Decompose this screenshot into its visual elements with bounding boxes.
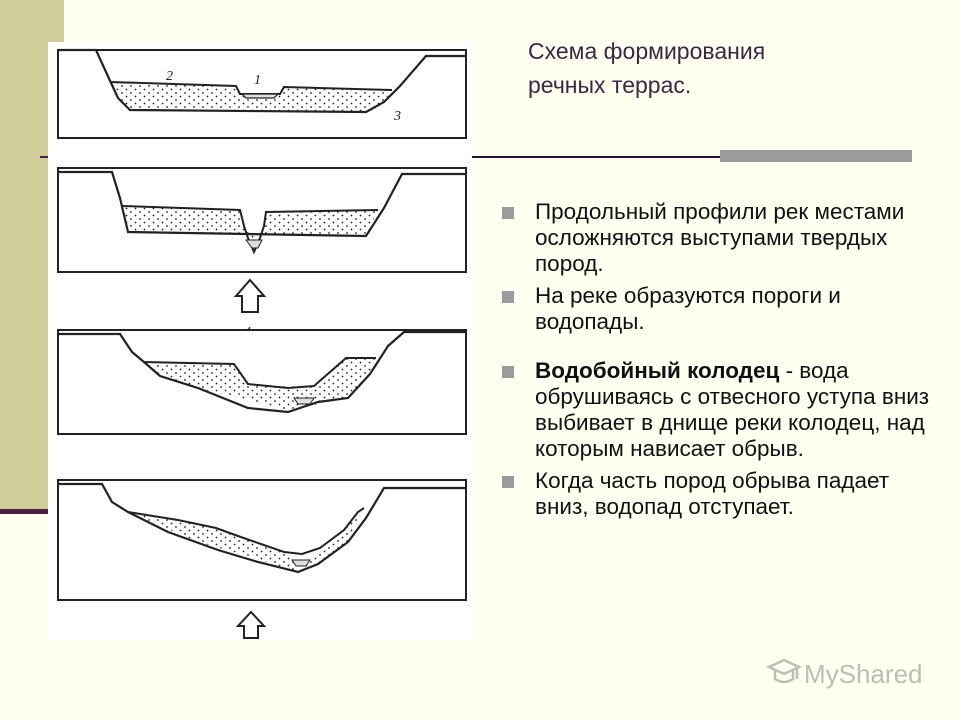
valley-panel-4 <box>57 479 467 601</box>
title-divider-accent <box>720 150 912 162</box>
panel-2-river <box>245 239 263 249</box>
panel-3-frame <box>57 329 467 435</box>
label-2: 2 <box>166 69 173 84</box>
bullet-text: Продольный профили рек местами осложняют… <box>535 199 905 276</box>
panel-4-river <box>291 559 311 567</box>
river-terraces-figure: 2 1 3 4 <box>48 42 472 640</box>
panel-4-terrace-surface <box>127 507 365 556</box>
bullet-item: Когда часть пород обрыва падает вниз, во… <box>502 468 942 520</box>
panel-3-river <box>293 397 315 405</box>
bullet-list: Продольный профили рек местами осложняют… <box>502 199 942 520</box>
left-decor-line <box>0 509 64 514</box>
bullet-item: Продольный профили рек местами осложняют… <box>502 199 942 277</box>
terrace-diagram-svg: 2 1 3 4 <box>57 48 467 639</box>
bullet-item: На реке образуются пороги и водопады. <box>502 283 942 335</box>
label-1: 1 <box>254 73 261 88</box>
title-divider <box>472 156 912 158</box>
panel-3-terrace-surface <box>143 357 376 390</box>
valley-panel-1: 2 1 3 <box>57 48 467 139</box>
panel-3-valley-profile <box>58 330 466 414</box>
valley-panel-3 <box>57 329 467 435</box>
arrow-up-icon-bottom <box>235 610 267 639</box>
panel-4-frame <box>57 479 467 601</box>
bullet-text: Когда часть пород обрыва падает вниз, во… <box>535 468 890 519</box>
label-3: 3 <box>393 109 401 124</box>
panel-2-alluvium <box>122 206 378 240</box>
panel-1-river <box>240 93 280 99</box>
bullet-item: Водобойный колодец - вода обрушиваясь с … <box>502 358 942 462</box>
panel-3-alluvium <box>144 358 376 410</box>
slide-title: Схема формирования речных террас. <box>528 34 765 102</box>
panel-2-incision <box>121 205 379 255</box>
watermark: MyShared <box>766 657 926 691</box>
watermark-text: MyShared <box>804 659 923 689</box>
title-line-2: речных террас. <box>528 72 692 98</box>
panel-4-alluvium <box>128 508 364 572</box>
panel-2-frame <box>57 167 467 273</box>
title-line-1: Схема формирования <box>528 38 766 64</box>
bullet-text: - вода обрушиваясь с отвесного уступа вн… <box>535 358 930 461</box>
panel-4-valley-profile <box>58 482 466 574</box>
mortarboard-icon <box>766 658 802 684</box>
bullet-bold-term: Водобойный колодец <box>535 358 780 383</box>
panel-1-valley-profile <box>58 48 466 114</box>
valley-panel-2 <box>57 167 467 273</box>
bullet-text: На реке образуются пороги и водопады. <box>535 283 841 334</box>
